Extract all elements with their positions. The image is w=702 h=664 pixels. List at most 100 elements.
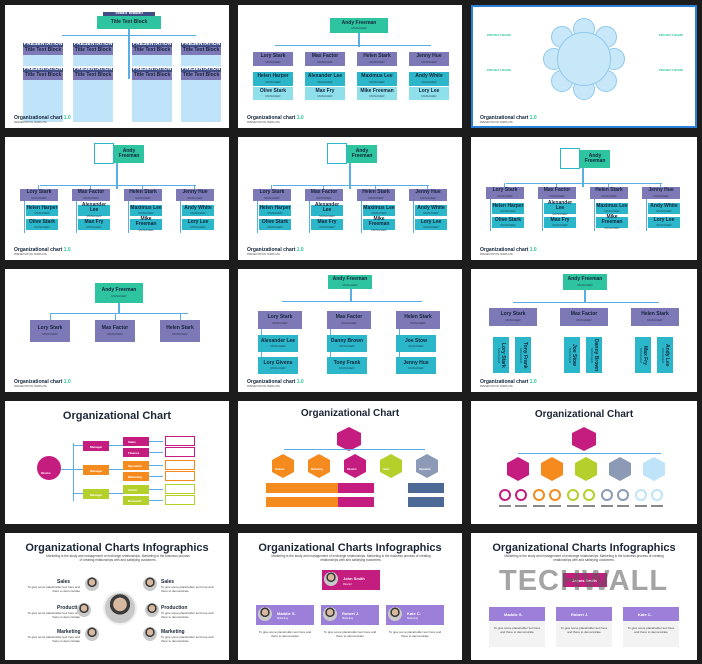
connector-line	[180, 201, 181, 233]
role-label: MANAGER	[270, 366, 286, 371]
dept-label: Operation	[128, 464, 143, 468]
presentation-label: PRESENTATION	[73, 67, 113, 72]
footer-version: 1.0	[63, 115, 71, 121]
sub-box-text: Maximus Lee	[361, 73, 393, 80]
presentation-label: PRESENTATION	[23, 42, 63, 47]
connector-line	[149, 500, 163, 501]
connector-line	[62, 35, 196, 36]
connector-line	[73, 469, 83, 470]
role-label: MANAGER	[660, 347, 665, 364]
role-label: MANAGER	[423, 225, 439, 230]
role-label: MANAGER	[505, 317, 521, 322]
connector-line	[542, 199, 543, 231]
person-card	[556, 607, 612, 621]
top-card	[563, 573, 607, 587]
text-panel	[181, 80, 221, 122]
title-text-block: Title Text Block	[132, 72, 172, 80]
sub-box-text: Alexander Lee	[260, 337, 296, 344]
footer-version: 1.0	[529, 115, 537, 121]
sub-box-vertical-text: Danny Brown	[593, 338, 600, 372]
dept-label: Operation	[419, 468, 431, 471]
connector-line	[149, 489, 163, 490]
connector-line	[149, 476, 163, 477]
project-name-label: PROJECT NAME	[487, 33, 511, 37]
role-label: MANAGER	[604, 225, 620, 230]
role-label: MANAGER	[638, 347, 643, 364]
connector-line	[358, 33, 360, 47]
person-name: Robert J.	[342, 611, 360, 616]
footer-subtitle: PRESENTATION TEMPLATE	[247, 121, 280, 124]
sub-box-text: Olive Stark	[261, 218, 289, 225]
sub-circle	[499, 489, 511, 501]
footer-subtitle: PRESENTATION TEMPLATE	[247, 253, 280, 256]
right-role-title: Production	[161, 605, 188, 611]
connector-line	[490, 199, 491, 231]
title-text-block-text: Title Text Block	[182, 72, 220, 79]
role-label: MANAGER	[264, 195, 280, 200]
director-circle	[37, 456, 61, 480]
connector-line	[116, 163, 118, 189]
sub-box-text: Joe Stow	[405, 337, 427, 344]
dept-hex	[609, 457, 631, 481]
role-label: MANAGER	[549, 193, 565, 198]
person-name: Kate C.	[638, 612, 652, 617]
card	[408, 497, 444, 507]
dept-box: Operation	[123, 461, 149, 470]
role-label: MANAGER	[319, 213, 335, 218]
sub-box-text: Andy White	[184, 204, 212, 211]
connector-line	[118, 303, 120, 313]
role-label: MANAGER	[497, 193, 513, 198]
role-label: MANAGER	[317, 59, 333, 64]
dept-hex	[507, 457, 529, 481]
connector-line	[40, 185, 196, 186]
caption-bar	[583, 505, 595, 507]
head-box-0-text: Lory Stark	[259, 189, 285, 196]
person-text: To give some placeholder text here and t…	[560, 626, 608, 634]
right-avatar	[143, 627, 157, 641]
sub-circle	[515, 489, 527, 501]
head-box-3-text: Jenny Hue	[648, 187, 674, 194]
role-label: MANAGER	[647, 317, 663, 322]
ceo-box-text: Andy	[588, 152, 602, 159]
manager-label: Manager	[90, 493, 103, 497]
caption-bar	[515, 505, 527, 507]
slide-title: Organizational Chart	[62, 410, 172, 422]
role-label: MANAGER	[656, 223, 672, 228]
role-label: MANAGER	[351, 26, 367, 31]
role-label: MANAGER	[496, 347, 501, 364]
connector-line	[109, 469, 123, 470]
dept-label: Admin	[128, 488, 138, 492]
sub-box-text: Alexander Lee	[307, 73, 343, 80]
right-role-title: Sales	[161, 579, 175, 585]
slide-thumbnail-12[interactable]: Organizational Chart	[471, 401, 697, 524]
